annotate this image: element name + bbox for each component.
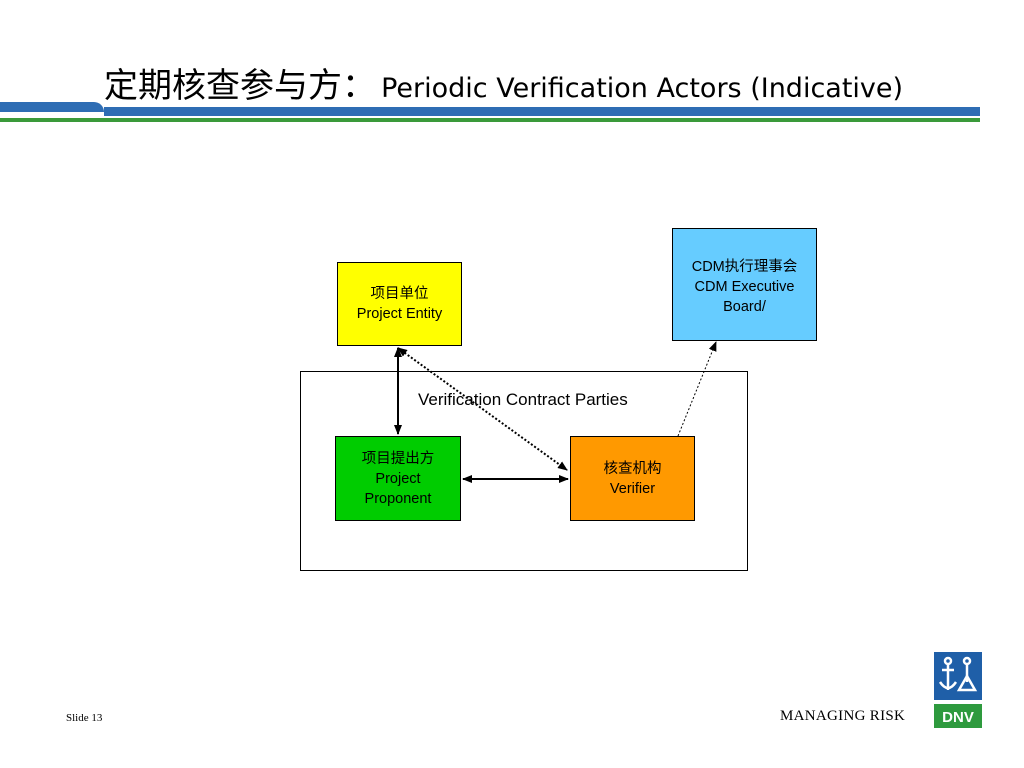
page-title: 定期核查参与方： Periodic Verification Actors (I… (104, 58, 903, 108)
header-band-blue-right (104, 107, 980, 116)
header-band-blue (0, 102, 104, 112)
project-entity-zh: 项目单位 (370, 286, 429, 302)
cdm-executive-board-box: CDM执行理事会 CDM Executive Board/ (672, 228, 817, 341)
project-proponent-en-line1: Project (375, 471, 421, 487)
arrow-verifier-board (677, 341, 717, 437)
page-title-english: Periodic Verification Actors (Indicative… (381, 73, 904, 104)
header-band-green (0, 118, 980, 122)
cdm-board-line3: Board/ (723, 299, 766, 315)
verifier-zh: 核查机构 (603, 461, 662, 477)
page-title-chinese: 定期核查参与方： (104, 66, 376, 106)
project-proponent-en-line2: Proponent (364, 491, 432, 507)
cdm-board-line2: CDM Executive (694, 279, 795, 295)
managing-risk-tagline: MANAGING RISK (780, 708, 906, 724)
project-entity-box: 项目单位 Project Entity (337, 262, 462, 346)
slide-number: Slide 13 (66, 712, 103, 724)
project-entity-en: Project Entity (356, 306, 443, 322)
dnv-logo: DNV (934, 652, 982, 728)
header-band-white-gap (0, 116, 980, 118)
verifier-box: 核查机构 Verifier (570, 436, 695, 521)
dnv-logo-text: DNV (942, 709, 974, 726)
verifier-en: Verifier (609, 481, 656, 497)
arrow-entity-verifier (397, 347, 568, 471)
cdm-board-line1: CDM执行理事会 (691, 259, 798, 275)
